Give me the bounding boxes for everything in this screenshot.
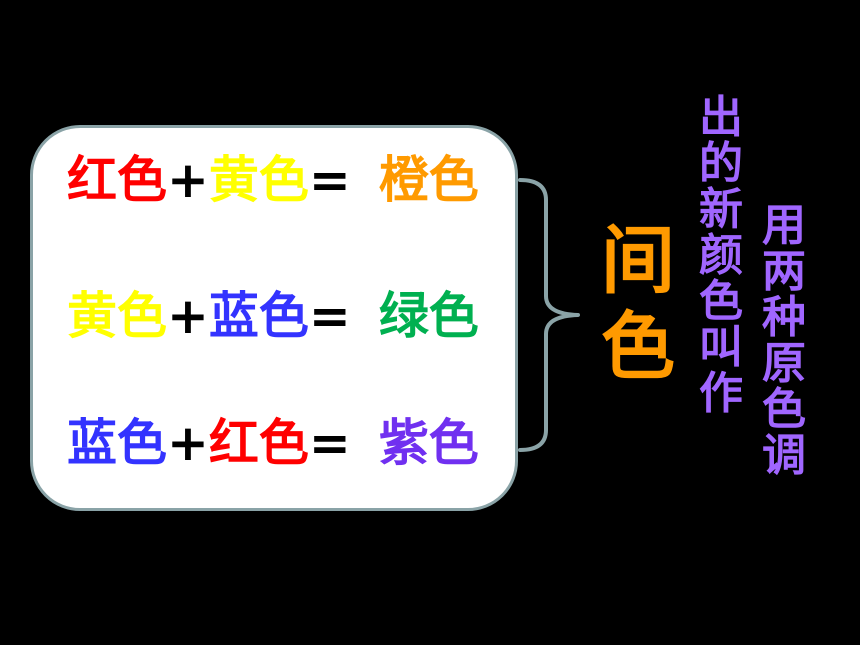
plus-sign: + bbox=[167, 151, 209, 209]
result: 绿色 bbox=[378, 287, 479, 345]
operand-b: 红色 bbox=[208, 414, 309, 472]
curly-brace-icon bbox=[518, 178, 580, 452]
equation-row: 红色 + 黄色 = 橙色 bbox=[67, 150, 479, 210]
equals-sign: = bbox=[308, 287, 351, 345]
result: 紫色 bbox=[378, 414, 479, 472]
equations-card: 红色 + 黄色 = 橙色 黄色 + 蓝色 = 绿色 蓝色 + 红色 = 紫色 bbox=[30, 125, 518, 511]
result: 橙色 bbox=[378, 151, 479, 209]
description-column-2: 用两种原色调 bbox=[762, 200, 806, 481]
secondary-color-label: 间色 bbox=[601, 218, 675, 390]
operand-a: 红色 bbox=[67, 151, 167, 209]
operand-a: 蓝色 bbox=[67, 414, 167, 472]
equals-sign: = bbox=[308, 151, 351, 209]
operand-b: 蓝色 bbox=[208, 287, 309, 345]
operand-a: 黄色 bbox=[67, 287, 167, 345]
operand-b: 黄色 bbox=[208, 151, 309, 209]
equation-row: 蓝色 + 红色 = 紫色 bbox=[67, 413, 479, 473]
plus-sign: + bbox=[167, 414, 209, 472]
plus-sign: + bbox=[167, 287, 209, 345]
description-column-1: 出的新颜色叫作 bbox=[699, 92, 743, 419]
equals-sign: = bbox=[308, 414, 351, 472]
equation-row: 黄色 + 蓝色 = 绿色 bbox=[67, 286, 479, 346]
